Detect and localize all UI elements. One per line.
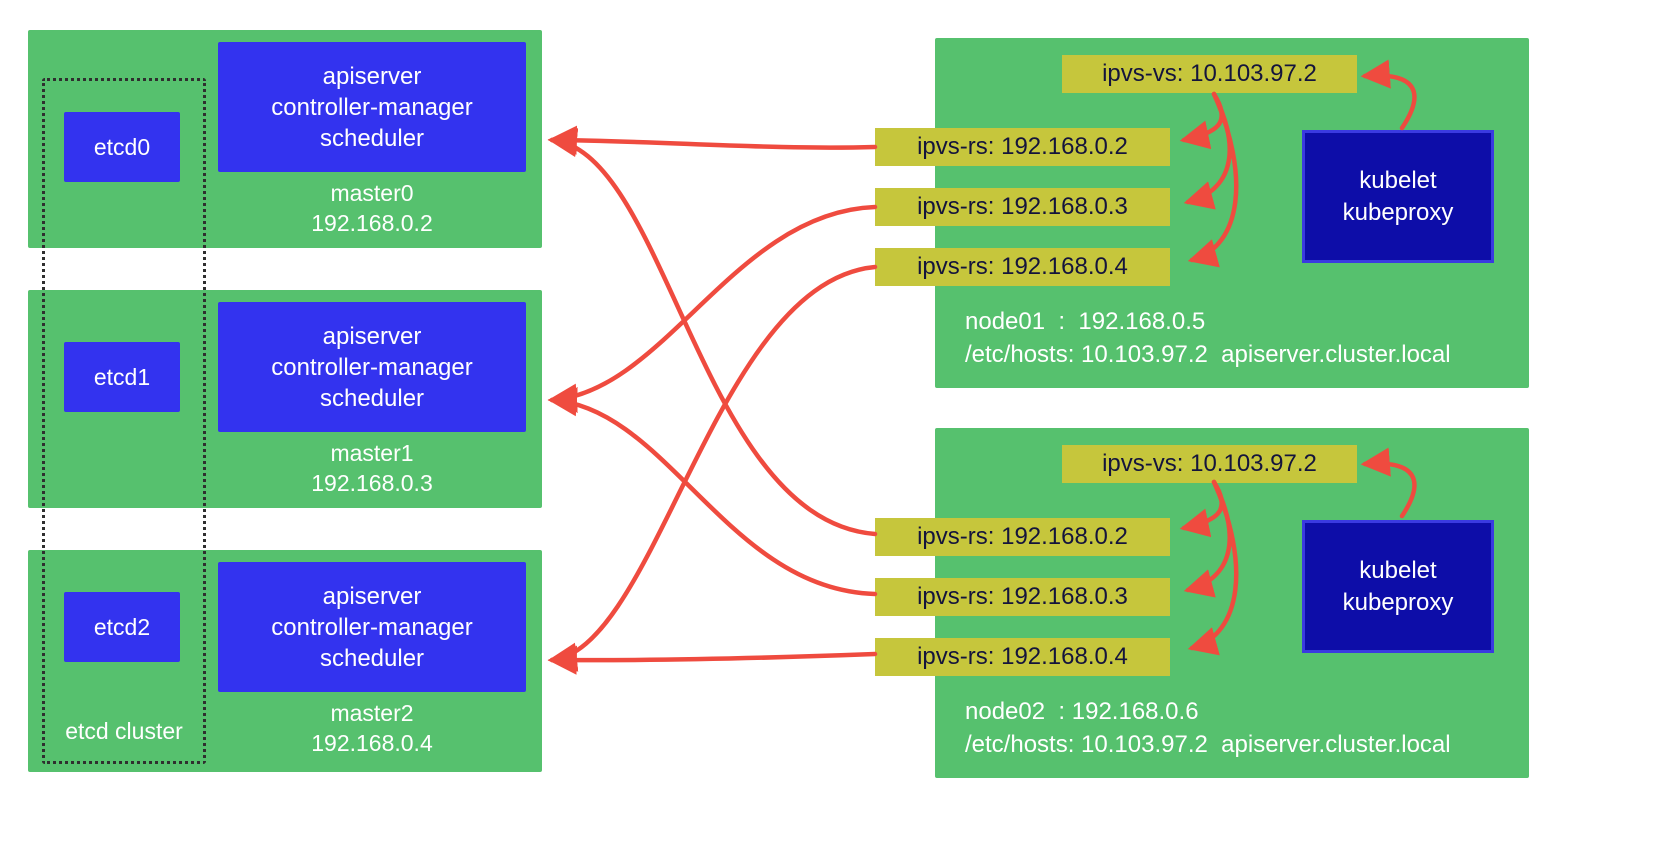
node01-hosts: /etc/hosts: 10.103.97.2 apiserver.cluste… bbox=[965, 341, 1451, 368]
etcd1-box: etcd1 bbox=[64, 342, 180, 412]
master2-ip: 192.168.0.4 bbox=[311, 730, 433, 756]
node02-box: ipvs-vs: 10.103.97.2 ipvs-rs: 192.168.0.… bbox=[875, 428, 1529, 778]
master2-box: apiserver controller-manager scheduler m… bbox=[28, 550, 542, 772]
node01-kubelet-box: kubelet kubeproxy bbox=[1302, 130, 1494, 263]
node01-ipvs-rs-box: ipvs-rs: 192.168.0.2 bbox=[875, 128, 1170, 166]
node01-box: ipvs-vs: 10.103.97.2 ipvs-rs: 192.168.0.… bbox=[875, 38, 1529, 388]
kubelet-label: kubelet bbox=[1359, 166, 1437, 194]
master0-ip: 192.168.0.2 bbox=[311, 210, 433, 236]
component-label: apiserver bbox=[322, 582, 422, 610]
component-label: controller-manager bbox=[271, 613, 473, 641]
master0-components-box: apiserver controller-manager scheduler bbox=[218, 42, 526, 172]
node02-ipvs-vs-box: ipvs-vs: 10.103.97.2 bbox=[1062, 445, 1357, 483]
master2-name: master2 bbox=[330, 700, 414, 726]
arrow-node01-rs2-to-master1 bbox=[547, 204, 878, 413]
master2-components-box: apiserver controller-manager scheduler bbox=[218, 562, 526, 692]
node02-ipvs-rs-box: ipvs-rs: 192.168.0.4 bbox=[875, 638, 1170, 676]
node02-kubelet-box: kubelet kubeproxy bbox=[1302, 520, 1494, 653]
arrow-node02-rs1-to-master0 bbox=[547, 128, 878, 537]
node01-info: node01 : 192.168.0.5 bbox=[965, 308, 1206, 335]
etcd2-box: etcd2 bbox=[64, 592, 180, 662]
etcd-cluster-label: etcd cluster bbox=[65, 718, 183, 744]
node02-ipvs-rs-box: ipvs-rs: 192.168.0.2 bbox=[875, 518, 1170, 556]
master0-name: master0 bbox=[330, 180, 414, 206]
kubeproxy-label: kubeproxy bbox=[1342, 588, 1454, 616]
component-label: apiserver bbox=[322, 62, 422, 90]
component-label: scheduler bbox=[319, 644, 425, 672]
component-label: scheduler bbox=[319, 384, 425, 412]
component-label: controller-manager bbox=[271, 93, 473, 121]
arrow-node01-rs3-to-master2 bbox=[547, 264, 878, 672]
master1-name: master1 bbox=[330, 440, 414, 466]
kubeproxy-label: kubeproxy bbox=[1342, 198, 1454, 226]
arrow-node02-rs3-to-master2 bbox=[547, 645, 878, 675]
node02-hosts: /etc/hosts: 10.103.97.2 apiserver.cluste… bbox=[965, 731, 1451, 758]
master1-ip: 192.168.0.3 bbox=[311, 470, 433, 496]
master0-box: apiserver controller-manager scheduler m… bbox=[28, 30, 542, 248]
arrow-node01-rs1-to-master0 bbox=[547, 125, 878, 155]
master1-components-box: apiserver controller-manager scheduler bbox=[218, 302, 526, 432]
node02-info: node02 : 192.168.0.6 bbox=[965, 698, 1199, 725]
node01-ipvs-rs-box: ipvs-rs: 192.168.0.3 bbox=[875, 188, 1170, 226]
etcd0-box: etcd0 bbox=[64, 112, 180, 182]
component-label: scheduler bbox=[319, 124, 425, 152]
node02-ipvs-rs-box: ipvs-rs: 192.168.0.3 bbox=[875, 578, 1170, 616]
kubelet-label: kubelet bbox=[1359, 556, 1437, 584]
node01-ipvs-rs-box: ipvs-rs: 192.168.0.4 bbox=[875, 248, 1170, 286]
arrow-node02-rs2-to-master1 bbox=[547, 387, 878, 597]
component-label: controller-manager bbox=[271, 353, 473, 381]
etcd-cluster-outline bbox=[42, 78, 206, 764]
component-label: apiserver bbox=[322, 322, 422, 350]
node01-ipvs-vs-box: ipvs-vs: 10.103.97.2 bbox=[1062, 55, 1357, 93]
